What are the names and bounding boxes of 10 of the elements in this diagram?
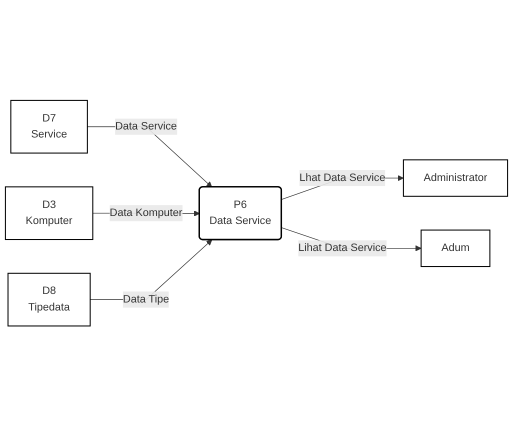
node-box: D8 Tipedata [8,272,91,326]
edge-label: Lhat Data Service [299,172,386,184]
node-box: D3 Komputer [4,186,94,240]
edge-label: Data Service [115,120,177,132]
edge-label: Lihat Data Service [298,242,387,254]
edge-label: Data Komputer [110,206,182,218]
edge-label: Data Tipe [122,293,170,305]
node-box: Adum [420,229,490,267]
node-box: D7 Service [10,100,88,154]
node-box: Administrator [402,159,508,197]
